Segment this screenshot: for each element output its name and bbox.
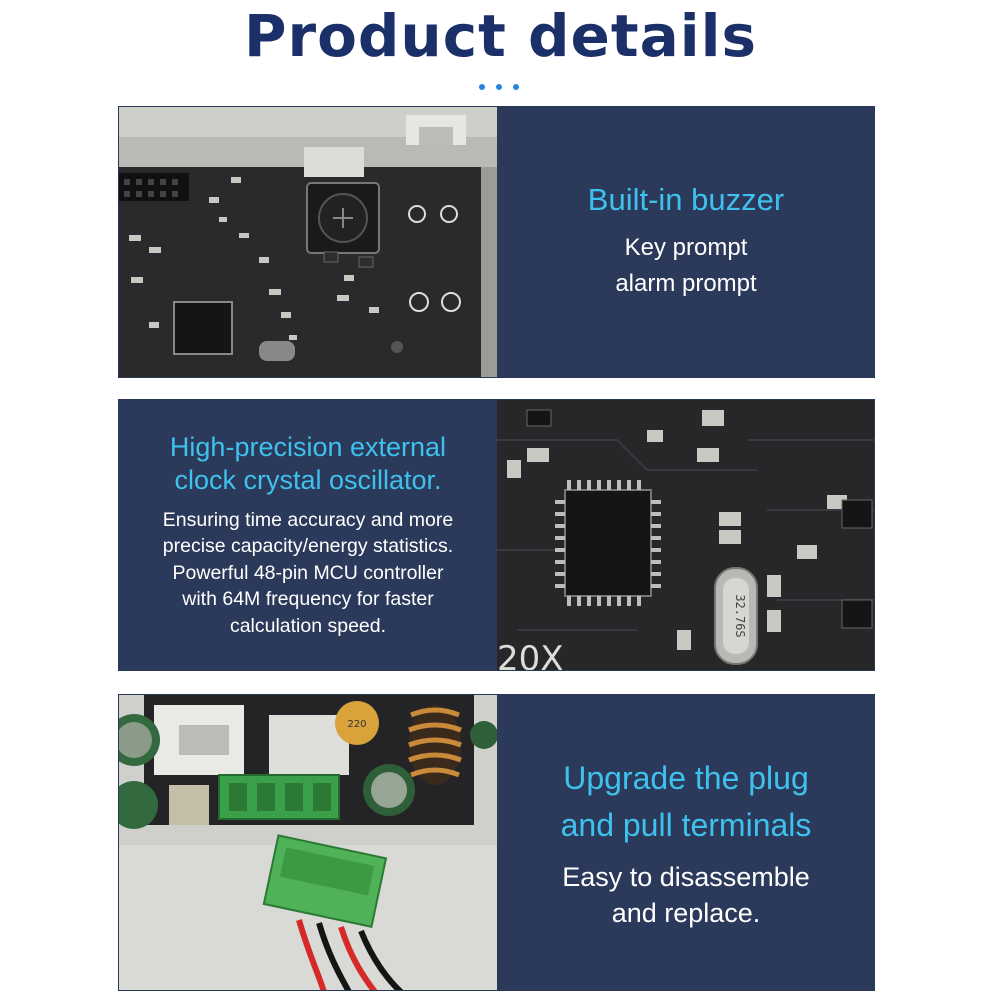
crystal-text-panel: High-precision external clock crystal os…: [119, 400, 497, 670]
section-body: Easy to disassemble and replace.: [562, 859, 810, 931]
crystal-marking: 32.76S: [733, 594, 747, 637]
feature-plug-terminals: 220: [118, 694, 875, 991]
dot-icon: [479, 84, 485, 90]
heading-line: Upgrade the plug: [563, 759, 809, 796]
body-line: alarm prompt: [615, 270, 757, 297]
body-line: Key prompt: [624, 234, 748, 261]
heading-line: and pull terminals: [560, 806, 812, 843]
section-body: Key prompt alarm prompt: [615, 230, 756, 302]
dot-icon: [496, 84, 502, 90]
page-title: Product details: [243, 2, 758, 70]
body-line: Easy to disassemble: [562, 861, 810, 892]
feature-buzzer: Built-in buzzer Key prompt alarm prompt: [118, 106, 875, 378]
dot-icon: [513, 84, 519, 90]
heading-line: clock crystal oscillator.: [174, 464, 442, 495]
board-marking: 20X: [497, 639, 564, 670]
mcu-board-photo: 32.76S 20X: [497, 400, 874, 670]
body-line: with 64M frequency for faster: [182, 588, 434, 611]
terminal-board-photo: 220: [119, 695, 497, 990]
terminal-text-panel: Upgrade the plug and pull terminals Easy…: [497, 695, 874, 990]
body-line: and replace.: [611, 897, 761, 928]
body-line: calculation speed.: [229, 614, 387, 637]
body-line: precise capacity/energy statistics.: [162, 535, 454, 558]
section-heading: High-precision external clock crystal os…: [170, 431, 446, 497]
feature-crystal-oscillator: High-precision external clock crystal os…: [118, 399, 875, 671]
capacitor-marking: 220: [347, 719, 366, 730]
section-heading: Built-in buzzer: [588, 182, 784, 218]
body-line: Ensuring time accuracy and more: [162, 508, 454, 531]
decorative-dots: [477, 84, 525, 94]
buzzer-board-photo: [119, 107, 497, 377]
heading-line: Built-in buzzer: [587, 182, 785, 217]
section-heading: Upgrade the plug and pull terminals: [561, 755, 812, 849]
buzzer-text-panel: Built-in buzzer Key prompt alarm prompt: [497, 107, 874, 377]
heading-line: High-precision external: [169, 431, 447, 462]
section-body: Ensuring time accuracy and more precise …: [163, 507, 453, 640]
body-line: Powerful 48-pin MCU controller: [172, 561, 444, 584]
